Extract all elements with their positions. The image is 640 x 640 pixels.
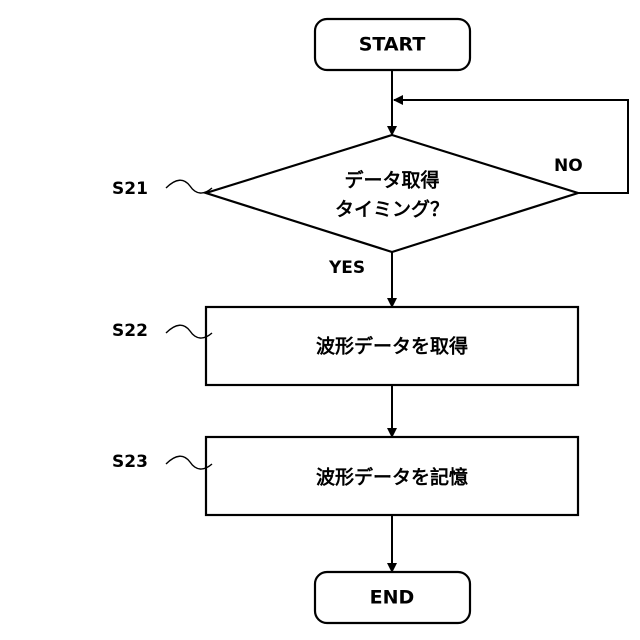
s22-label: 波形データを取得 — [316, 335, 468, 358]
s21-label-line1: データ取得 — [344, 169, 439, 192]
no-label: NO — [554, 156, 583, 176]
start-label: START — [359, 34, 426, 56]
leader-squiggle-s21 — [166, 180, 212, 193]
s23-label: 波形データを記憶 — [316, 466, 468, 489]
yes-label: YES — [328, 258, 365, 278]
start-node: START — [315, 19, 470, 70]
step-label-s22: S22 — [112, 321, 148, 341]
decision-node-s21: データ取得 タイミング？ — [206, 135, 578, 252]
process-node-s23: 波形データを記憶 — [206, 437, 578, 515]
end-label: END — [370, 587, 415, 609]
step-label-s21: S21 — [112, 179, 148, 199]
s21-label-line2: タイミング？ — [335, 198, 449, 221]
step-label-s23: S23 — [112, 452, 148, 472]
process-node-s22: 波形データを取得 — [206, 307, 578, 385]
end-node: END — [315, 572, 470, 623]
